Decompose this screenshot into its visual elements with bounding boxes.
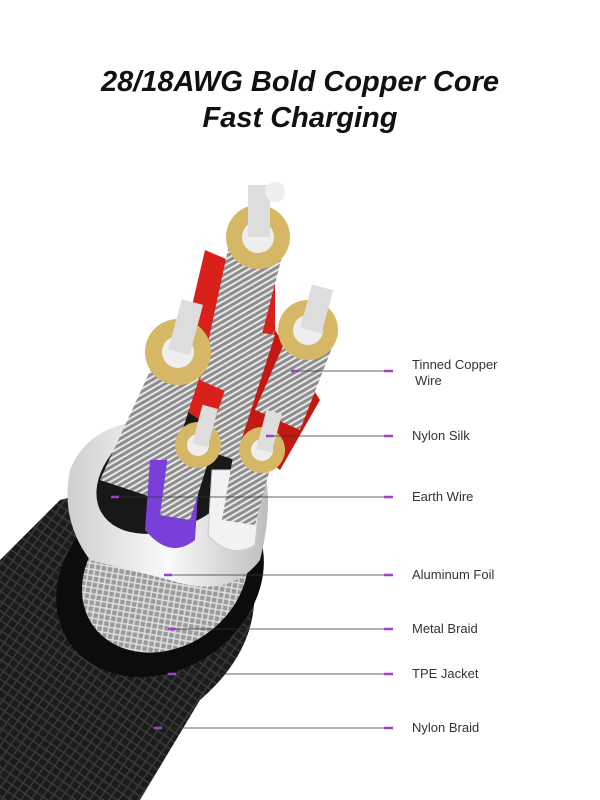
label-nylon-silk: Nylon Silk (412, 428, 470, 443)
label-nylon-braid: Nylon Braid (412, 720, 480, 735)
label-tpe-jacket: TPE Jacket (412, 666, 479, 681)
leader-lines (115, 370, 388, 729)
tinned-copper-cores (145, 182, 338, 473)
label-tinned-copper-wire: Tinned Copper Wire (412, 357, 498, 389)
label-earth-wire: Earth Wire (412, 489, 474, 504)
title-line-1: 28/18AWG Bold Copper Core (100, 66, 499, 98)
label-aluminum-foil: Aluminum Foil (412, 567, 495, 582)
leader-ticks (111, 369, 393, 730)
label-line: Wire (415, 373, 442, 388)
copper-strands (100, 240, 335, 500)
title-line-2: Fast Charging (202, 102, 398, 134)
label-metal-braid: Metal Braid (412, 621, 478, 636)
label-line: Tinned Copper (412, 357, 498, 372)
